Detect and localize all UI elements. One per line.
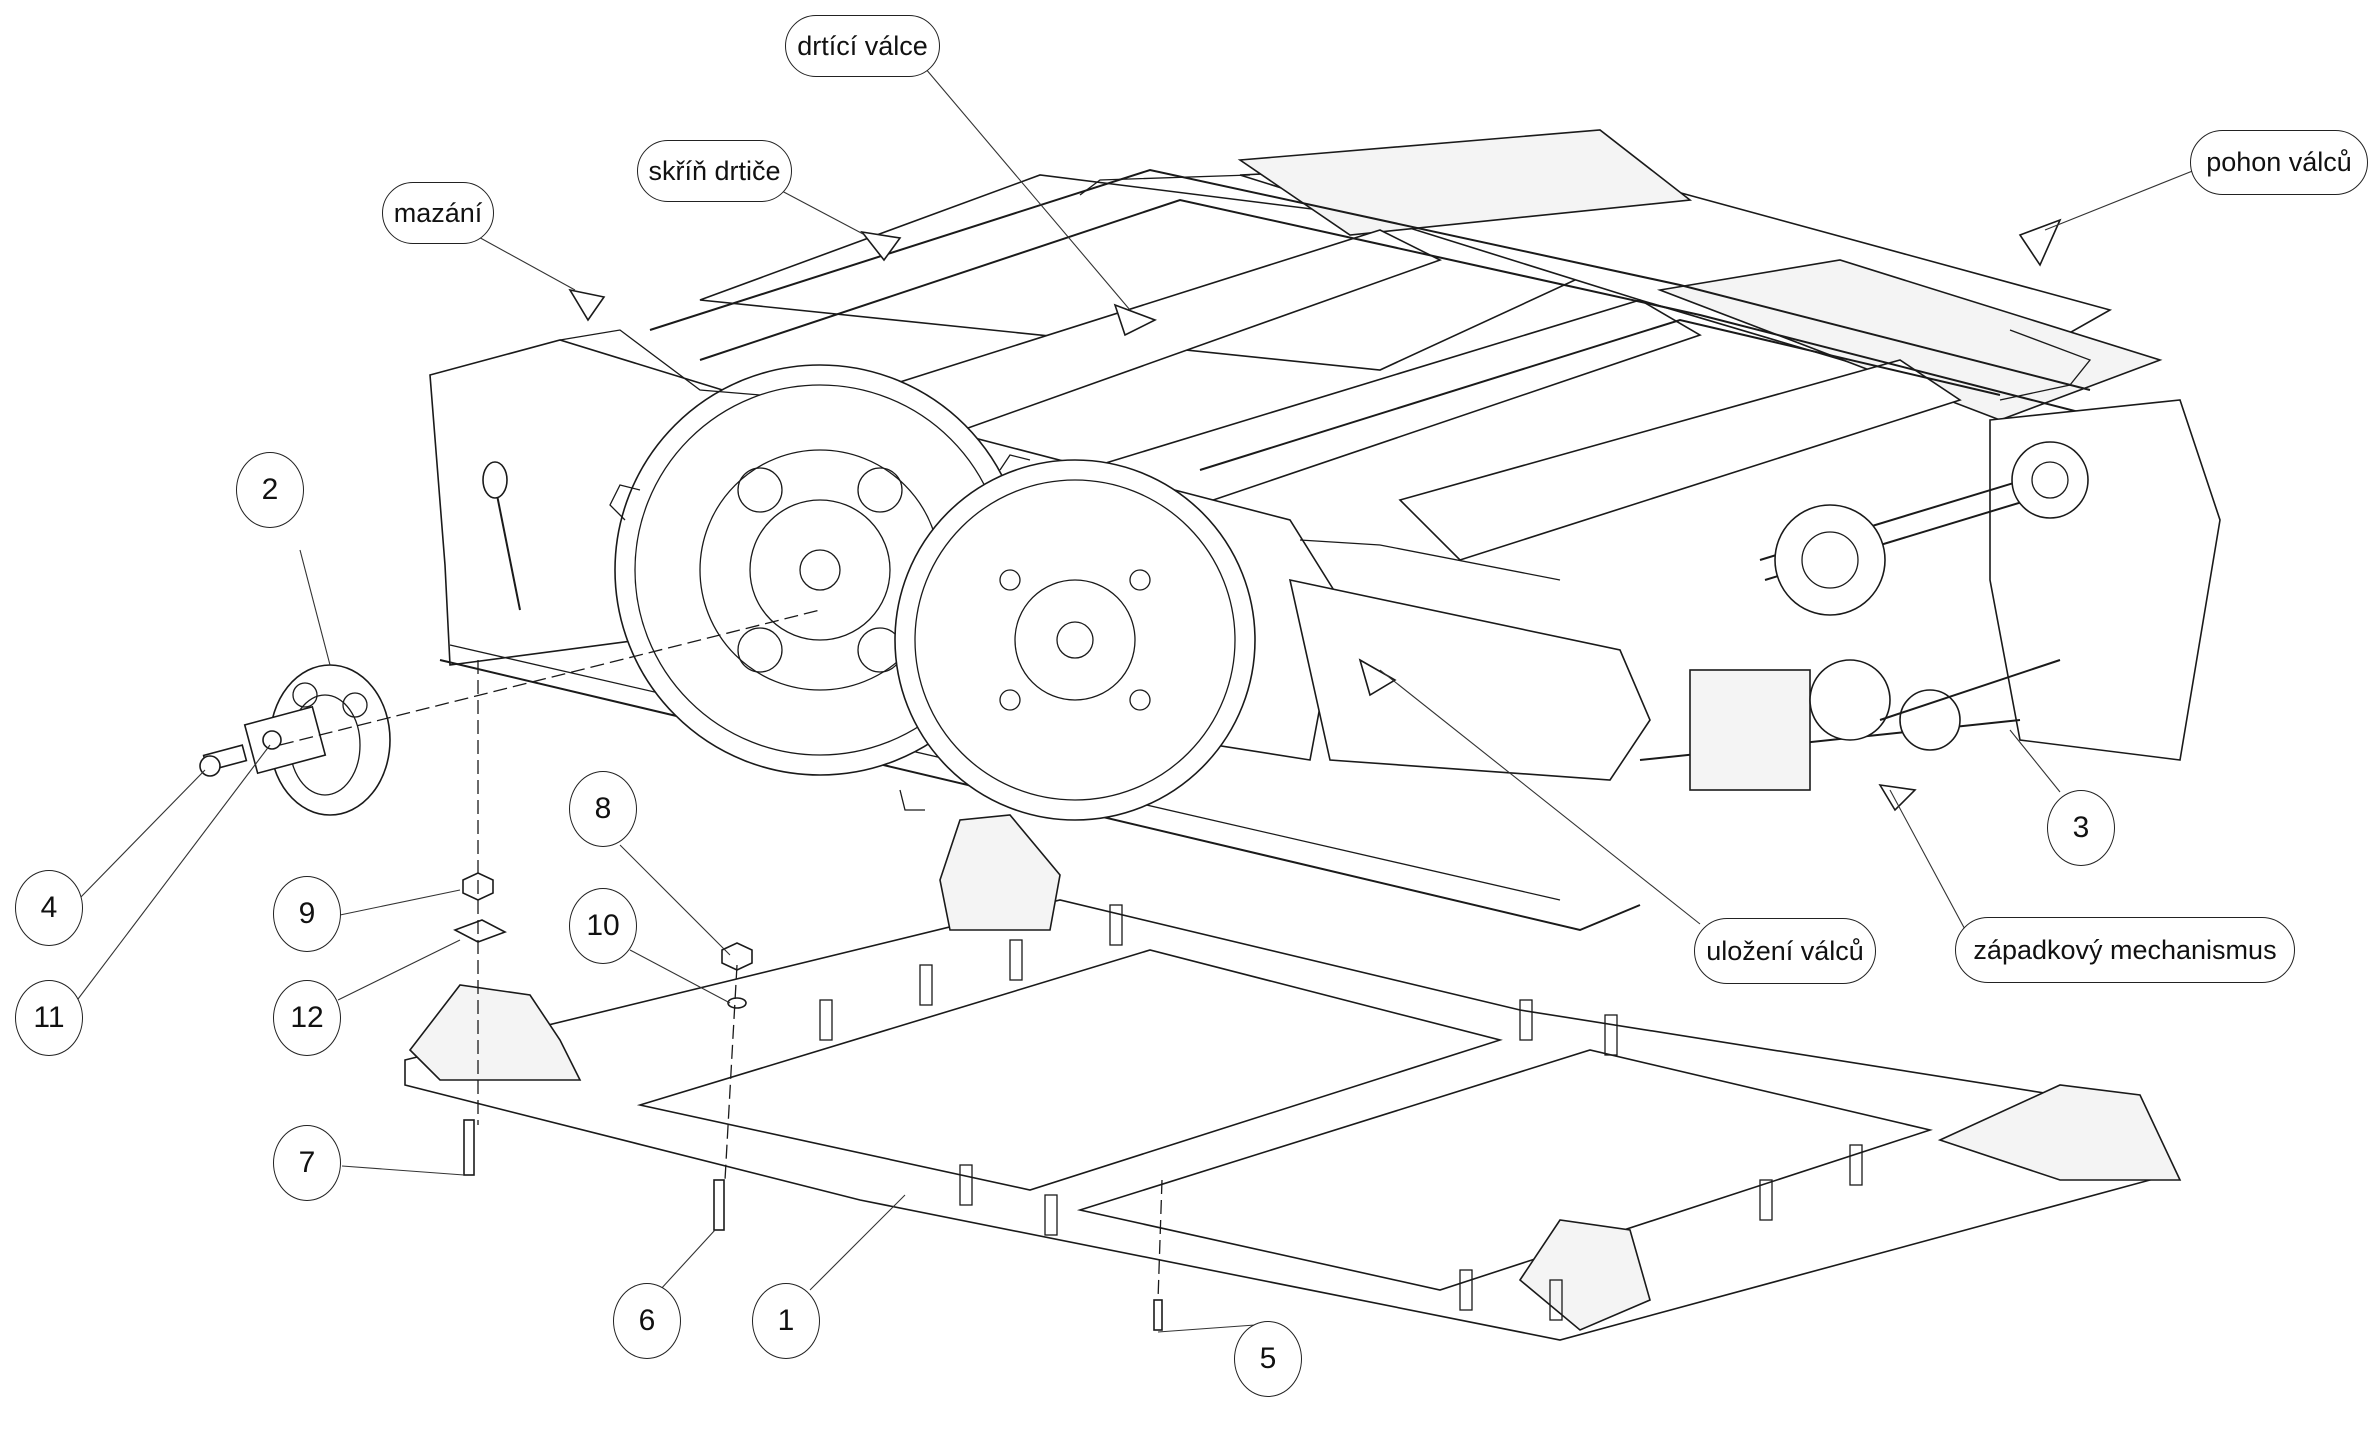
drive-cover-left	[1237, 129, 1693, 236]
part-number-4: 4	[15, 870, 83, 946]
assembly-lines	[279, 609, 1163, 1301]
callout-skrin-drtice: skříň drtiče	[637, 140, 792, 202]
part-number-6: 6	[613, 1283, 681, 1359]
callout-pohon-valcu: pohon válců	[2190, 130, 2368, 195]
frame-opening-right	[1076, 1049, 1933, 1291]
part-number-10: 10	[569, 888, 637, 964]
part-number-1: 1	[752, 1283, 820, 1359]
part-number-11: 11	[15, 980, 83, 1056]
part-number-2: 2	[236, 452, 304, 528]
part-6-bolt	[713, 1179, 725, 1231]
frame-opening-left	[636, 949, 1503, 1191]
roller-3	[1398, 359, 1962, 561]
bracket-right	[1937, 1084, 2182, 1181]
part-5-bolt	[1153, 1299, 1163, 1331]
part-number-12: 12	[273, 980, 341, 1056]
base-frame	[404, 814, 2182, 1341]
part-8-nut	[721, 942, 753, 971]
bracket-rear	[939, 814, 1061, 931]
part-number-9: 9	[273, 876, 341, 952]
leader-lines	[74, 67, 2196, 1333]
crusher-housing	[429, 129, 2221, 932]
part-2-flange	[243, 664, 391, 816]
part-7-bolt	[463, 1119, 475, 1176]
bracket-front	[1518, 1219, 1651, 1331]
bearing-shaft	[1689, 441, 2089, 791]
part-number-5: 5	[1234, 1321, 1302, 1397]
part-number-8: 8	[569, 771, 637, 847]
callout-arrows	[568, 218, 2062, 812]
part-4-bolt	[199, 744, 248, 777]
part-number-7: 7	[273, 1125, 341, 1201]
part-number-3: 3	[2047, 790, 2115, 866]
callout-mazani: mazání	[382, 182, 494, 244]
part-12-plate	[453, 919, 507, 943]
part-11-washer	[262, 730, 282, 750]
gear-small	[894, 459, 1256, 821]
callout-ulozeni-valcu: uložení válců	[1694, 918, 1876, 984]
callout-drtici-valce: drtící válce	[785, 15, 940, 77]
front-plate-right	[1288, 578, 1651, 781]
callout-zapadkovy-mechanismus: západkový mechanismus	[1955, 917, 2295, 983]
part-10-washer	[727, 997, 747, 1009]
bracket-left	[408, 984, 582, 1081]
